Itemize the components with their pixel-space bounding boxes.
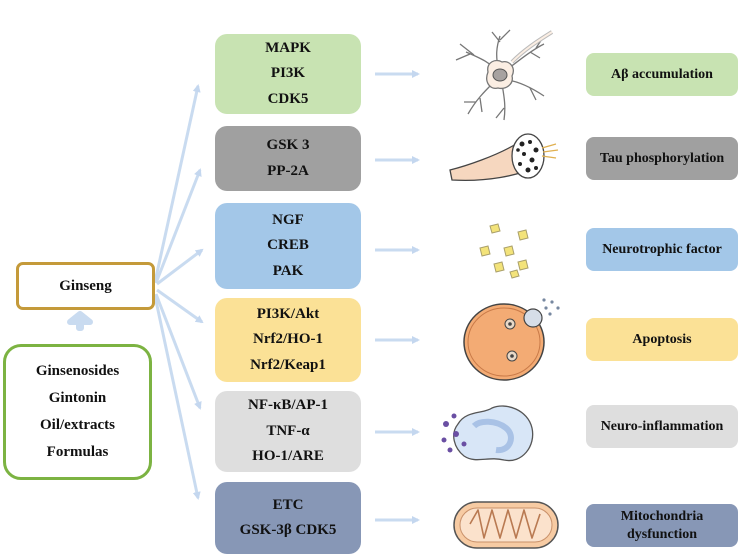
pathway-item: NF-κB/AP-1 [248, 397, 328, 414]
ginseng-components-box: Ginsenosides Gintonin Oil/extracts Formu… [3, 344, 152, 480]
ginseng-box: Ginseng [16, 262, 155, 310]
outcome-box-neurotrophic: Neurotrophic factor [586, 228, 738, 271]
pathway-item: CDK5 [267, 90, 309, 107]
pathway-box-4: PI3K/Akt Nrf2/HO-1 Nrf2/Keap1 [215, 298, 361, 382]
pathway-box-6: ETC GSK-3β CDK5 [215, 482, 361, 554]
neuron-icon [455, 29, 554, 121]
outcome-label: Neuro-inflammation [600, 418, 724, 434]
outcome-label: Apoptosis [632, 331, 692, 347]
pathway-item: Nrf2/Keap1 [250, 356, 326, 373]
component-label: Gintonin [48, 390, 107, 406]
neurotrophic-particles-icon [479, 223, 529, 279]
fan-arrow-6 [153, 295, 201, 500]
component-label: Ginsenosides [35, 363, 120, 379]
pathway-item: HO-1/ARE [252, 448, 324, 465]
pathway-item: TNF-α [266, 422, 310, 439]
outcome-box-neuroinflammation: Neuro-inflammation [586, 405, 738, 448]
fan-arrow-5 [154, 293, 202, 410]
fan-arrow-1 [153, 84, 201, 283]
pathway-item: PI3K/Akt [256, 305, 320, 322]
mitochondria-icon [453, 501, 559, 549]
pathway-item: Nrf2/HO-1 [253, 331, 323, 348]
outcome-label: Neurotrophic factor [602, 241, 722, 257]
pathway-item: NGF [272, 211, 304, 228]
fan-arrow-2 [154, 168, 202, 284]
ginseng-label: Ginseng [59, 277, 112, 294]
axon-section-icon [449, 133, 559, 182]
pathway-item: MAPK [265, 39, 311, 56]
outcome-label: Mitochondria dysfunction [620, 509, 704, 542]
fan-arrow-4 [156, 288, 204, 324]
up-arrow [67, 311, 93, 331]
pathway-box-1: MAPK PI3K CDK5 [215, 34, 361, 114]
pathway-item: ETC [272, 496, 304, 513]
pathway-item: CREB [267, 237, 309, 254]
pathway-box-3: NGF CREB PAK [215, 203, 361, 289]
pathway-box-2: GSK 3 PP-2A [215, 126, 361, 191]
pathway-box-5: NF-κB/AP-1 TNF-α HO-1/ARE [215, 391, 361, 472]
pathway-item: PP-2A [267, 162, 309, 179]
pathway-item: GSK 3 [266, 137, 310, 153]
outcome-box-tau: Tau phosphorylation [586, 137, 738, 180]
apoptotic-cell-icon [463, 298, 560, 381]
microglia-icon [441, 405, 534, 462]
pathway-item: PI3K [270, 65, 306, 82]
outcome-box-apoptosis: Apoptosis [586, 318, 738, 361]
pathway-item: PAK [272, 262, 304, 279]
outcome-label: Tau phosphorylation [599, 150, 725, 166]
component-label: Formulas [46, 444, 109, 460]
outcome-label: Aβ accumulation [611, 66, 713, 82]
pathway-item: GSK-3β CDK5 [239, 522, 337, 538]
component-label: Oil/extracts [40, 417, 115, 433]
fan-arrow-3 [156, 248, 204, 286]
outcome-box-mitochondria: Mitochondria dysfunction [586, 504, 738, 547]
outcome-box-abeta: Aβ accumulation [586, 53, 738, 96]
